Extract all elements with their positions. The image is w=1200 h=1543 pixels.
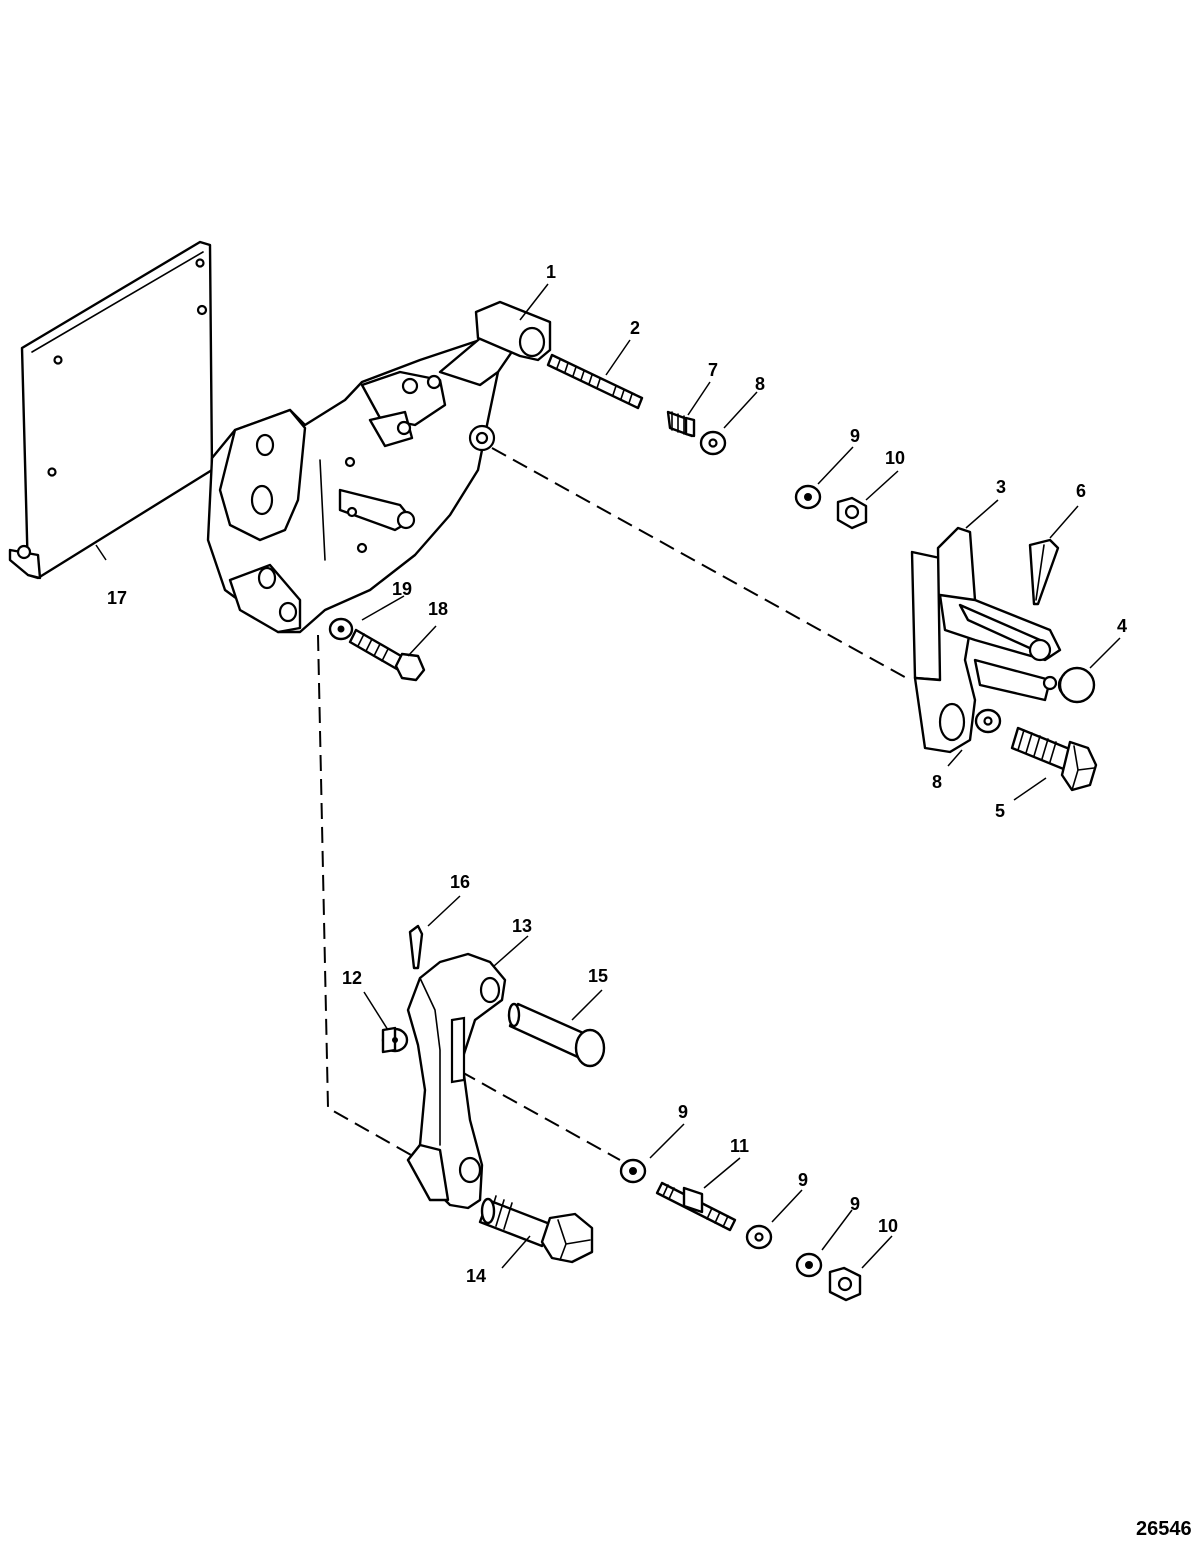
washer-8-lower[interactable] [974, 708, 1002, 734]
callout-6: 6 [1076, 481, 1086, 501]
callout-1: 1 [546, 262, 556, 282]
cap-4[interactable] [1057, 666, 1096, 704]
bolt-2[interactable] [546, 353, 644, 410]
lever-3[interactable] [910, 526, 1062, 754]
main-bracket-1[interactable] [206, 300, 552, 634]
spring-7[interactable] [666, 410, 696, 438]
stud-11[interactable] [655, 1181, 737, 1232]
mounting-plate-17[interactable] [8, 240, 214, 580]
washer-19[interactable] [328, 617, 354, 641]
bolt-18[interactable] [348, 628, 426, 682]
nut-10-lower[interactable] [828, 1266, 862, 1302]
callout-15: 15 [588, 966, 608, 986]
callout-2: 2 [630, 318, 640, 338]
callout-14: 14 [466, 1266, 486, 1286]
washer-9-lower-a[interactable] [745, 1224, 773, 1250]
callout-16: 16 [450, 872, 470, 892]
washer-9-top[interactable] [794, 484, 822, 510]
leader-lines [95, 283, 1121, 1269]
link-arm-13[interactable] [406, 952, 507, 1210]
callout-9-middle: 9 [678, 1102, 688, 1122]
callout-10-lower: 10 [878, 1216, 898, 1236]
bolt-5[interactable] [1010, 726, 1098, 792]
callout-18: 18 [428, 599, 448, 619]
callout-4: 4 [1117, 616, 1127, 636]
clip-12[interactable] [381, 1026, 409, 1054]
callout-8-lower: 8 [932, 772, 942, 792]
cotter-pin-16[interactable] [408, 924, 424, 970]
assembly-lines [317, 447, 911, 1161]
clevis-pin-15[interactable] [507, 1002, 606, 1068]
callout-10-top: 10 [885, 448, 905, 468]
figure-number: 26546 [1136, 1518, 1192, 1540]
callout-9-lower-b: 9 [850, 1194, 860, 1214]
callout-11: 11 [730, 1136, 749, 1156]
callout-9-top: 9 [850, 426, 860, 446]
washer-9-middle[interactable] [619, 1158, 647, 1184]
callout-5: 5 [995, 801, 1005, 821]
callout-7: 7 [708, 360, 718, 380]
callout-9-lower-a: 9 [798, 1170, 808, 1190]
washer-8-top[interactable] [699, 430, 727, 456]
nut-10-top[interactable] [836, 496, 868, 530]
cotter-pin-6[interactable] [1028, 538, 1060, 606]
callout-labels: 1 2 7 8 9 10 3 6 4 19 18 17 8 5 16 13 12… [107, 262, 1127, 1286]
washer-9-lower-b[interactable] [795, 1252, 823, 1278]
bolt-14[interactable] [478, 1195, 594, 1264]
callout-8-top: 8 [755, 374, 765, 394]
callout-3: 3 [996, 477, 1006, 497]
callout-13: 13 [512, 916, 532, 936]
callout-19: 19 [392, 579, 412, 599]
callout-12: 12 [342, 968, 362, 988]
callout-17: 17 [107, 588, 127, 608]
